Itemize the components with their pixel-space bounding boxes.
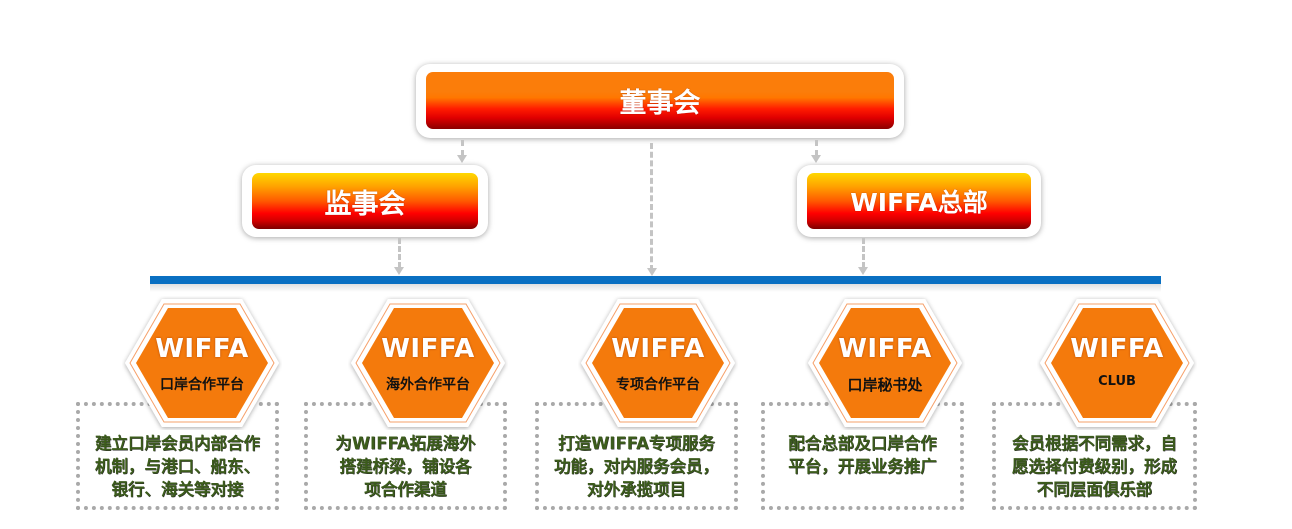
hexagon-node[interactable]: WIFFA 海外合作平台 bbox=[348, 296, 508, 430]
connector-supervisors-line bbox=[398, 238, 401, 268]
supervisors-node[interactable]: 监事会 bbox=[252, 173, 478, 229]
hexagon-icon bbox=[125, 299, 279, 427]
unit-port-cooperation: 建立口岸会员内部合作 机制，与港口、船东、 银行、海关等对接 WIFFA 口岸合… bbox=[76, 296, 306, 526]
unit-club: 会员根据不同需求，自 愿选择付费级别，形成 不同层面俱乐部 WIFFA CLUB bbox=[992, 296, 1222, 526]
connector-board-line bbox=[650, 143, 653, 271]
arrow-down-icon bbox=[647, 268, 657, 276]
hexagon-icon bbox=[1040, 299, 1194, 427]
headquarters-label: WIFFA总部 bbox=[850, 188, 988, 217]
board-label: 董事会 bbox=[619, 88, 701, 119]
unit-subtitle: 海外合作平台 bbox=[386, 377, 470, 393]
arrow-down-icon bbox=[811, 155, 821, 163]
arrow-down-icon bbox=[394, 267, 404, 275]
description-box: 为WIFFA拓展海外 搭建桥梁，铺设各 项合作渠道 bbox=[304, 402, 507, 510]
unit-special-cooperation: 打造WIFFA专项服务 功能，对内服务会员， 对外承揽项目 WIFFA 专项合作… bbox=[535, 296, 765, 526]
unit-subtitle: 口岸合作平台 bbox=[160, 377, 244, 393]
connector-headquarters-line bbox=[862, 238, 865, 268]
unit-title: WIFFA bbox=[381, 334, 475, 364]
unit-subtitle: 专项合作平台 bbox=[616, 377, 700, 393]
board-node[interactable]: 董事会 bbox=[426, 72, 894, 129]
hexagon-icon bbox=[351, 299, 505, 427]
unit-subtitle: 口岸秘书处 bbox=[847, 376, 923, 394]
connector-board-headquarters bbox=[815, 140, 818, 156]
unit-title: WIFFA bbox=[155, 334, 249, 364]
unit-overseas-cooperation: 为WIFFA拓展海外 搭建桥梁，铺设各 项合作渠道 WIFFA 海外合作平台 bbox=[304, 296, 534, 526]
unit-subtitle: CLUB bbox=[1098, 374, 1136, 389]
hexagon-node[interactable]: WIFFA 口岸合作平台 bbox=[122, 296, 282, 430]
hexagon-icon bbox=[808, 299, 962, 427]
supervisors-label: 监事会 bbox=[324, 188, 406, 220]
arrow-down-icon bbox=[858, 267, 868, 275]
description-text: 配合总部及口岸合作 平台，开展业务推广 bbox=[788, 434, 937, 476]
connector-board-supervisors bbox=[461, 140, 464, 156]
connector-bar-shadow bbox=[150, 284, 1161, 292]
connector-bar bbox=[150, 276, 1161, 284]
unit-title: WIFFA bbox=[838, 334, 932, 364]
hexagon-node[interactable]: WIFFA 专项合作平台 bbox=[578, 296, 738, 430]
description-text: 为WIFFA拓展海外 搭建桥梁，铺设各 项合作渠道 bbox=[335, 434, 476, 499]
description-text: 会员根据不同需求，自 愿选择付费级别，形成 不同层面俱乐部 bbox=[1012, 434, 1177, 499]
hexagon-node[interactable]: WIFFA CLUB bbox=[1037, 296, 1197, 430]
unit-title: WIFFA bbox=[611, 334, 705, 364]
hexagon-node[interactable]: WIFFA 口岸秘书处 bbox=[805, 296, 965, 430]
headquarters-node[interactable]: WIFFA总部 bbox=[807, 173, 1031, 229]
unit-title: WIFFA bbox=[1070, 334, 1164, 364]
hexagon-icon bbox=[581, 299, 735, 427]
description-text: 打造WIFFA专项服务 功能，对内服务会员， 对外承揽项目 bbox=[554, 434, 719, 499]
arrow-down-icon bbox=[457, 155, 467, 163]
description-text: 建立口岸会员内部合作 机制，与港口、船东、 银行、海关等对接 bbox=[95, 434, 260, 499]
unit-port-secretariat: 配合总部及口岸合作 平台，开展业务推广 WIFFA 口岸秘书处 bbox=[761, 296, 991, 526]
